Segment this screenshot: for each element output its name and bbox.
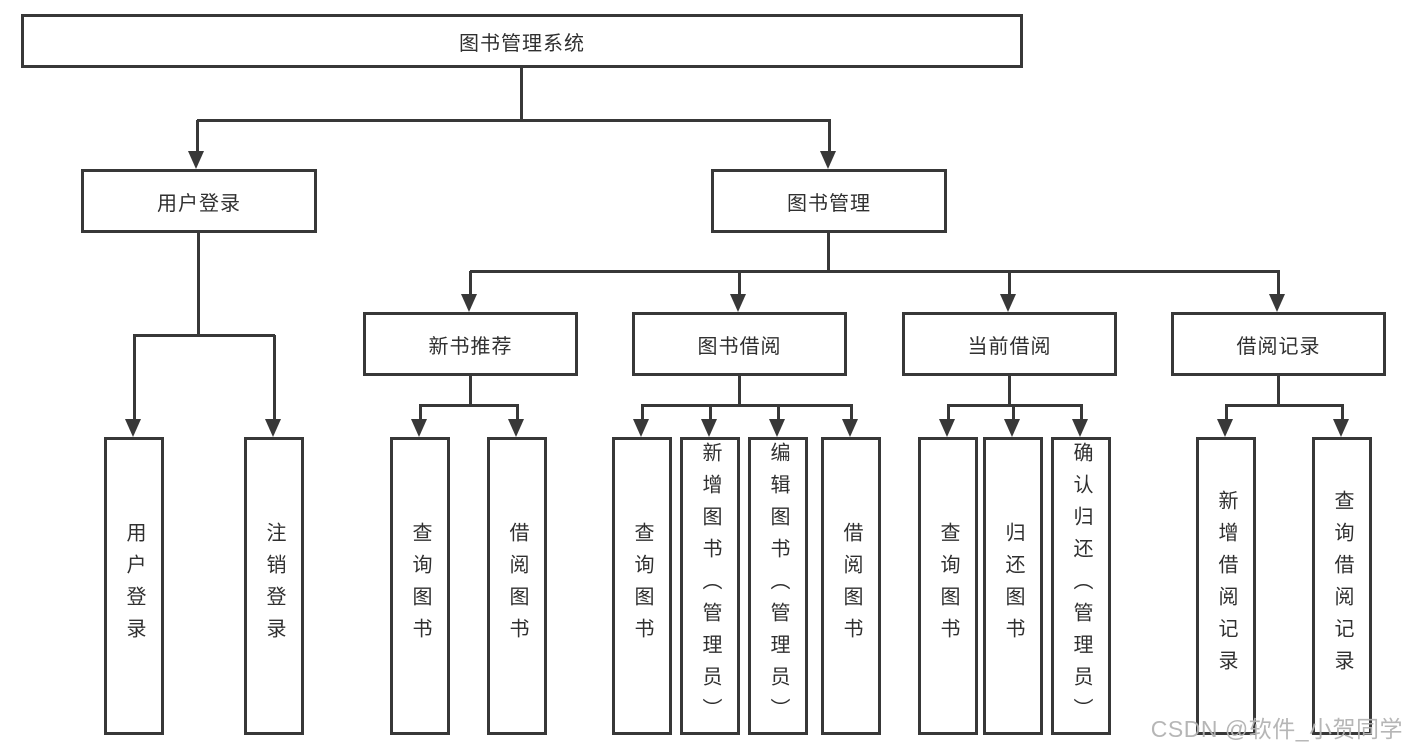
node-book-management: 图书管理: [711, 169, 947, 233]
leaf-book-borrow-borrow-label: 借阅图书: [840, 522, 862, 650]
arrow-to-new-books: [461, 271, 477, 312]
node-new-book-recommend: 新书推荐: [363, 312, 578, 376]
arrow-to-book-mgmt: [820, 120, 836, 169]
connector-borrow-records-stub: [1277, 376, 1280, 406]
leaf-user-login: 用户登录: [104, 437, 164, 735]
leaf-book-borrow-query: 查询图书: [612, 437, 672, 735]
arrow-to-br-add: [1217, 405, 1233, 437]
node-current-borrow-label: 当前借阅: [967, 335, 1052, 358]
arrow-to-leaf-login: [125, 335, 141, 437]
arrow-to-cb-query: [939, 405, 955, 437]
leaf-logout-label: 注销登录: [263, 522, 285, 650]
connector-root-bar: [197, 119, 831, 122]
node-book-borrow-label: 图书借阅: [697, 335, 782, 358]
connector-current-borrow-bar: [947, 404, 1083, 407]
leaf-book-borrow-add-admin: 新增图书（管理员）: [680, 437, 740, 735]
arrow-to-bb-edit: [769, 405, 785, 437]
leaf-new-books-borrow: 借阅图书: [487, 437, 547, 735]
leaf-current-borrow-query: 查询图书: [918, 437, 978, 735]
arrow-to-bb-borrow: [842, 405, 858, 437]
connector-new-books-bar: [419, 404, 519, 407]
node-root: 图书管理系统: [21, 14, 1023, 68]
node-new-book-recommend-label: 新书推荐: [428, 335, 513, 358]
arrow-to-cb-confirm: [1072, 405, 1088, 437]
arrow-to-borrow-records: [1269, 271, 1285, 312]
connector-book-borrow-bar: [641, 404, 853, 407]
connector-current-borrow-stub: [1008, 376, 1011, 406]
arrow-to-leaf-logout: [265, 335, 281, 437]
leaf-borrow-records-add: 新增借阅记录: [1196, 437, 1256, 735]
leaf-borrow-records-query-label: 查询借阅记录: [1331, 490, 1353, 682]
arrow-to-bb-add: [701, 405, 717, 437]
arrow-to-cb-return: [1004, 405, 1020, 437]
leaf-new-books-query-label: 查询图书: [409, 522, 431, 650]
leaf-book-borrow-query-label: 查询图书: [631, 522, 653, 650]
leaf-current-borrow-query-label: 查询图书: [937, 522, 959, 650]
connector-book-borrow-stub: [738, 376, 741, 406]
leaf-new-books-query: 查询图书: [390, 437, 450, 735]
node-current-borrow: 当前借阅: [902, 312, 1117, 376]
leaf-borrow-records-query: 查询借阅记录: [1312, 437, 1372, 735]
leaf-current-borrow-confirm-admin-label: 确认归还（管理员）: [1070, 442, 1092, 730]
csdn-watermark: CSDN @软件_小贺同学: [1150, 716, 1403, 742]
leaf-book-borrow-add-admin-label: 新增图书（管理员）: [699, 442, 721, 730]
node-user-login: 用户登录: [81, 169, 317, 233]
leaf-book-borrow-borrow: 借阅图书: [821, 437, 881, 735]
connector-root-stub: [520, 68, 523, 121]
leaf-user-login-label: 用户登录: [123, 522, 145, 650]
leaf-current-borrow-return: 归还图书: [983, 437, 1043, 735]
leaf-book-borrow-edit-admin-label: 编辑图书（管理员）: [767, 442, 789, 730]
leaf-current-borrow-return-label: 归还图书: [1002, 522, 1024, 650]
connector-user-login-bar: [133, 334, 275, 337]
node-borrow-records-label: 借阅记录: [1236, 335, 1321, 358]
node-book-management-label: 图书管理: [787, 192, 871, 215]
leaf-book-borrow-edit-admin: 编辑图书（管理员）: [748, 437, 808, 735]
node-user-login-label: 用户登录: [157, 192, 241, 215]
node-borrow-records: 借阅记录: [1171, 312, 1386, 376]
arrow-to-bb-query: [633, 405, 649, 437]
arrow-to-current-borrow: [1000, 271, 1016, 312]
connector-borrow-records-bar: [1225, 404, 1344, 407]
connector-book-mgmt-bar: [470, 270, 1280, 273]
leaf-logout: 注销登录: [244, 437, 304, 735]
connector-new-books-stub: [469, 376, 472, 406]
node-root-label: 图书管理系统: [459, 32, 585, 55]
leaf-borrow-records-add-label: 新增借阅记录: [1215, 490, 1237, 682]
leaf-current-borrow-confirm-admin: 确认归还（管理员）: [1051, 437, 1111, 735]
arrow-to-nb-query: [411, 405, 427, 437]
connector-user-login-stub: [197, 233, 200, 336]
arrow-to-book-borrow: [730, 271, 746, 312]
arrow-to-nb-borrow: [508, 405, 524, 437]
connector-book-mgmt-stub: [827, 233, 830, 272]
node-book-borrow: 图书借阅: [632, 312, 847, 376]
arrow-to-br-query: [1333, 405, 1349, 437]
arrow-to-user-login: [188, 120, 204, 169]
leaf-new-books-borrow-label: 借阅图书: [506, 522, 528, 650]
